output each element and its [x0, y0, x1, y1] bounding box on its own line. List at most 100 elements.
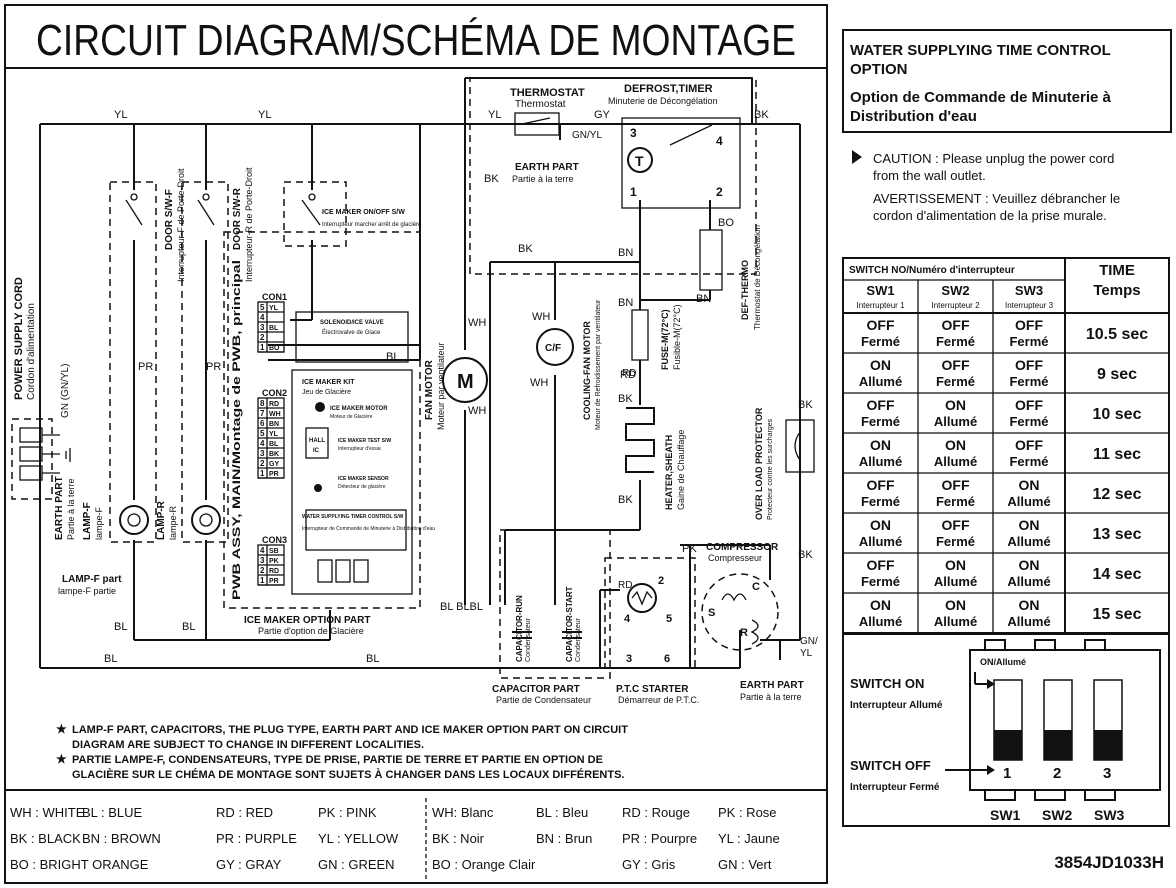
fan-motor-label: FAN MOTOR: [424, 359, 435, 420]
connector-con1-pin-number: 5: [260, 303, 265, 312]
table-cell-state: OFF: [1015, 357, 1043, 373]
thermostat-label: THERMOSTAT: [510, 87, 585, 99]
notes: ★ LAMP-F PART, CAPACITORS, THE PLUG TYPE…: [56, 722, 628, 781]
caution-line-4: cordon d'alimentation de la prise murale…: [873, 208, 1107, 223]
table-cell-state-fr: Allumé: [934, 574, 977, 589]
ptc-label-fr: Démarreur de P.T.C.: [618, 695, 699, 705]
hall-label: HALL: [309, 438, 325, 444]
table-cell-state: OFF: [1015, 317, 1043, 333]
fuse-rd: RD: [622, 368, 636, 379]
table-cell-state: ON: [1019, 557, 1040, 573]
legend-en-item: PR : PURPLE: [216, 831, 297, 846]
wire-bl-3: BL: [104, 653, 117, 665]
table-sw-header-sub: Interrupteur 3: [1005, 301, 1054, 310]
off-arrow-icon: [987, 765, 995, 775]
table-cell-state-fr: Allumé: [859, 534, 902, 549]
lamp-r-symbol: [191, 505, 221, 535]
legend-fr-item: PR : Pourpre: [622, 831, 697, 846]
table-cell-state: OFF: [942, 317, 970, 333]
connector-con2-pin-color: RD: [269, 401, 279, 408]
timer-t: T: [635, 153, 644, 169]
connector-con1-pin-color: YL: [269, 305, 279, 312]
table-cell-state-fr: Fermé: [861, 414, 900, 429]
wire-color-tags: YL YL YL GY BK BK BK BN BN BN BO WH WH W…: [104, 109, 813, 665]
defrost-timer-label-fr: Minuterie de Décongélation: [608, 96, 718, 106]
table-cell-state-fr: Fermé: [936, 534, 975, 549]
pin-4-timer: 4: [716, 134, 723, 148]
ice-test-label: ICE MAKER TEST S/W: [338, 438, 391, 444]
table-cell-state: ON: [870, 517, 891, 533]
comp-s: S: [708, 607, 715, 619]
wire-yl-3: YL: [488, 109, 501, 121]
motor-m: M: [457, 371, 474, 393]
table-cell-state: ON: [945, 597, 966, 613]
table-cell-state: ON: [945, 557, 966, 573]
ice-sw-label: ICE MAKER ON/OFF S/W: [322, 209, 405, 216]
yl-right-label: YL: [800, 648, 813, 659]
def-thermo-label: DEF-THERMO: [740, 260, 750, 320]
table-cell-state-fr: Allumé: [1007, 574, 1050, 589]
legend-en-item: YL : YELLOW: [318, 831, 399, 846]
connector-con3-pin-color: SB: [269, 548, 279, 555]
lamp-f-symbol: [119, 505, 149, 535]
earth-part-label-fr: Partie à la terre: [512, 174, 574, 184]
door-swf-label: DOOR S/W-F: [164, 189, 175, 250]
connector-con1-pin-number: 4: [260, 313, 265, 322]
table-cell-state-fr: Allumé: [1007, 614, 1050, 629]
legend-fr-item: PK : Rose: [718, 805, 777, 820]
legend-fr-item: BK : Noir: [432, 831, 485, 846]
wire-bk-top: BK: [754, 109, 769, 121]
wire-pk: PK: [682, 543, 697, 555]
connector-con3-pin-color: PK: [269, 558, 279, 565]
thermostat-switch: [514, 112, 560, 136]
connector-con3-pin-color: PR: [269, 578, 279, 585]
water-timer-label-fr: Interrupteur de Commande de Minuterie à …: [302, 526, 435, 532]
connector-con3-pin-number: 4: [260, 546, 265, 555]
ice-kit-label-fr: Jeu de Glacière: [302, 389, 351, 396]
gn-right-label: GN/: [800, 636, 818, 647]
wire-wh-4: WH: [468, 405, 486, 417]
legend-en-item: WH : WHITE: [10, 805, 85, 820]
table-cell-time: 10 sec: [1093, 406, 1142, 423]
table-cell-state: OFF: [1015, 397, 1043, 413]
table-cell-time: 13 sec: [1093, 526, 1142, 543]
table-time-header: TIME: [1099, 262, 1135, 279]
earth-part-r-label: EARTH PART: [740, 680, 804, 691]
wire-gy: GY: [594, 109, 611, 121]
fan-motor-label-fr: Moteur par ventilateur: [436, 342, 446, 430]
table-cell-time: 9 sec: [1097, 366, 1137, 383]
capacitor-b-label: CAPACITOR-START: [565, 586, 574, 662]
note-line-3: PARTIE LAMPE-F, CONDENSATEURS, TYPE DE P…: [72, 754, 603, 766]
wire-bk-4: BK: [618, 494, 633, 506]
wire-pr-2: PR: [206, 361, 221, 373]
legend-en-item: GN : GREEN: [318, 857, 395, 872]
legend-en-item: RD : RED: [216, 805, 273, 820]
capacitor-part-label-fr: Partie de Condensateur: [496, 695, 591, 705]
comp-r: R: [740, 627, 748, 639]
table-cell-state-fr: Fermé: [936, 334, 975, 349]
wire-bn-2: BN: [618, 297, 633, 309]
table-cell-state: OFF: [867, 477, 895, 493]
table-cell-state: ON: [945, 437, 966, 453]
connector-con2-pin-color: BK: [269, 451, 279, 458]
pin-6-ptc: 6: [664, 653, 670, 665]
connector-con2-pin-number: 5: [260, 429, 265, 438]
connector-con1-title: CON1: [262, 292, 287, 302]
legend-en-item: BN : BROWN: [82, 831, 161, 846]
earth-part-r-label-fr: Partie à la terre: [740, 692, 802, 702]
heater-label-fr: Gaine de Chauffage: [676, 430, 686, 510]
lamp-f-label-fr: lampe-F: [94, 506, 104, 540]
connector-con1-pin-color: BL: [269, 325, 279, 332]
lamp-f-part-label-fr: lampe-F partie: [58, 586, 116, 596]
dashed-groups: [11, 77, 757, 679]
table-sw-header: SW1: [866, 283, 894, 298]
gn-label: GN (GN/YL): [60, 364, 71, 418]
capacitor-symbols: [512, 631, 582, 639]
table-time-header-fr: Temps: [1093, 282, 1140, 299]
connector-con2-pin-number: 6: [260, 419, 265, 428]
door-swr-label-fr: Interrupteur-R de Porte-Droit: [244, 167, 254, 282]
wire-wh-3: WH: [530, 377, 548, 389]
connector-con2-pin-color: BN: [269, 421, 279, 428]
